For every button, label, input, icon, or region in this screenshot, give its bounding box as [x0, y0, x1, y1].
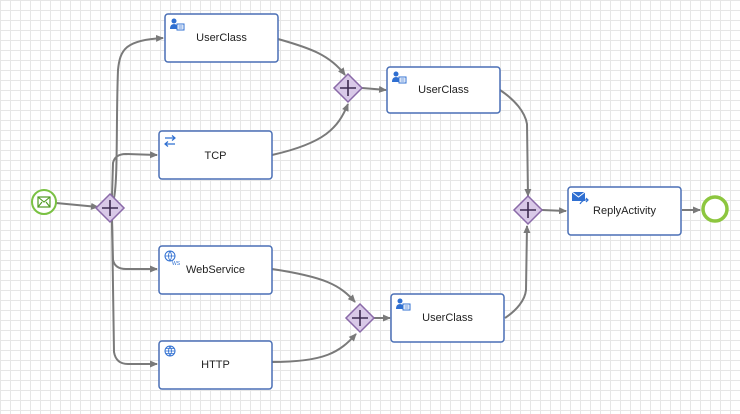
parallel-split-gateway[interactable]	[94, 192, 126, 224]
task-http[interactable]: HTTP	[158, 340, 273, 390]
flow-userclass-top-to-join[interactable]	[277, 38, 346, 76]
end-event[interactable]	[701, 195, 729, 223]
user-class-icon	[396, 298, 411, 311]
flow-split-to-tcp[interactable]	[111, 151, 158, 197]
parallel-join-gateway-bottom[interactable]	[344, 302, 376, 334]
flow-http-to-join[interactable]	[271, 333, 357, 363]
task-userclass-bottom[interactable]: UserClass	[390, 293, 505, 343]
parallel-join-gateway-final[interactable]	[512, 194, 544, 226]
task-label: UserClass	[196, 32, 247, 44]
plus-icon	[352, 310, 368, 326]
plus-icon	[102, 200, 118, 216]
flow-tcp-to-join[interactable]	[271, 103, 349, 156]
task-label: TCP	[205, 150, 227, 162]
plus-icon	[340, 80, 356, 96]
task-label: ReplyActivity	[593, 205, 656, 217]
user-class-icon	[392, 71, 407, 84]
task-label: HTTP	[201, 359, 230, 371]
flow-userclass-bottom-to-final-join[interactable]	[504, 225, 531, 319]
flow-start-to-split[interactable]	[55, 202, 99, 210]
task-userclass-top[interactable]: UserClass	[164, 13, 279, 63]
tcp-transfer-icon	[164, 135, 176, 147]
reply-message-icon	[571, 191, 589, 205]
task-label: WebService	[186, 264, 245, 276]
flow-join-top-to-userclass[interactable]	[361, 85, 387, 93]
message-start-event[interactable]	[31, 189, 57, 215]
http-globe-icon	[164, 345, 176, 357]
flow-split-to-userclass-top[interactable]	[113, 34, 164, 199]
task-tcp[interactable]: TCP	[158, 130, 273, 180]
envelope-icon	[37, 196, 51, 208]
task-label: UserClass	[418, 84, 469, 96]
user-class-icon	[170, 18, 185, 31]
flow-userclass-mid-to-final-join[interactable]	[499, 89, 532, 197]
svg-text:WS: WS	[172, 261, 181, 267]
parallel-join-gateway-top[interactable]	[332, 72, 364, 104]
flow-split-to-http[interactable]	[111, 219, 158, 368]
flow-final-join-to-reply[interactable]	[541, 207, 567, 215]
task-webservice[interactable]: WS WebService	[158, 245, 273, 295]
task-userclass-mid[interactable]: UserClass	[386, 66, 501, 114]
task-label: UserClass	[422, 312, 473, 324]
web-service-icon: WS	[164, 250, 181, 267]
task-reply-activity[interactable]: ReplyActivity	[567, 186, 682, 236]
flow-webservice-to-join[interactable]	[271, 268, 356, 303]
plus-icon	[520, 202, 536, 218]
flow-split-to-webservice[interactable]	[111, 219, 158, 273]
connectors	[55, 34, 701, 368]
